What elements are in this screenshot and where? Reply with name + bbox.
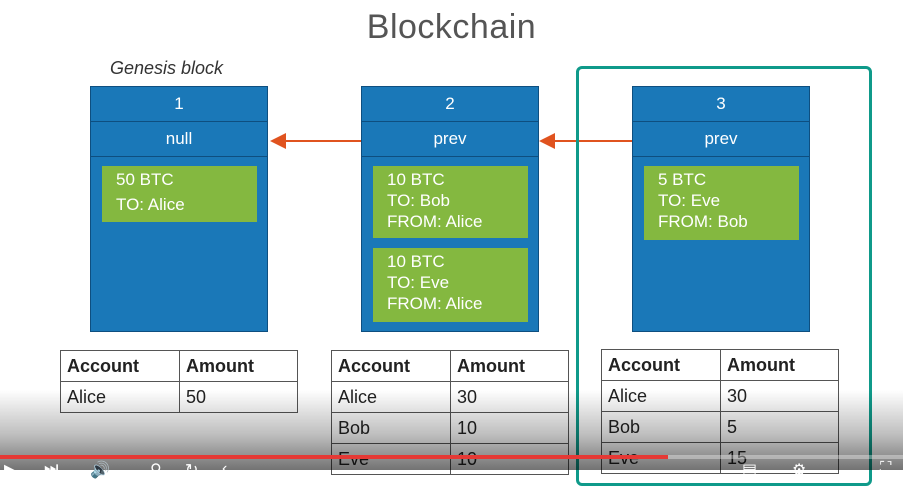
progress-fill: [0, 455, 669, 459]
progress-bar[interactable]: [0, 455, 903, 459]
tx-to: TO: Alice: [116, 195, 185, 214]
fullscreen-icon[interactable]: ⛶: [880, 460, 892, 477]
table-row: Alice 50: [60, 381, 298, 413]
tx-amount: 10 BTC: [387, 252, 445, 271]
ledger-amount-cell: 30: [450, 381, 569, 413]
block-1-prev: null: [91, 122, 267, 157]
tx-from: FROM: Alice: [387, 212, 483, 231]
ledger-header-account: Account: [601, 349, 721, 381]
tx-to: TO: Eve: [387, 273, 450, 292]
block-3-number: 3: [633, 87, 809, 122]
table-row: Bob 5: [601, 411, 839, 443]
ledger-account-cell: Alice: [60, 381, 180, 413]
block-3-prev: prev: [633, 122, 809, 157]
ledger-header-amount: Amount: [720, 349, 839, 381]
ledger-amount-cell: 50: [179, 381, 298, 413]
ledger-header-account: Account: [331, 350, 451, 382]
search-icon[interactable]: ⚲: [150, 462, 162, 479]
tx-from: FROM: Alice: [387, 294, 483, 313]
ledger-account-cell: Bob: [331, 412, 451, 444]
block-2-prev: prev: [362, 122, 538, 157]
ledger-amount-cell: 5: [720, 411, 839, 443]
block-1-transaction-1: 50 BTC TO: Alice: [102, 166, 257, 222]
table-row: Alice 30: [601, 380, 839, 412]
block-3-transaction-1: 5 BTC TO: Eve FROM: Bob: [644, 166, 799, 240]
next-icon[interactable]: ⏭: [44, 460, 59, 477]
diagram-title: Blockchain: [366, 8, 537, 46]
play-icon[interactable]: ▶: [4, 462, 17, 479]
tx-amount: 50 BTC: [116, 170, 174, 189]
subtitles-icon[interactable]: ▤: [742, 462, 758, 479]
block-2-transaction-2: 10 BTC TO: Eve FROM: Alice: [373, 248, 528, 322]
ledger-header-row: Account Amount: [60, 350, 298, 382]
genesis-label: Genesis block: [110, 58, 224, 78]
ledger-header-amount: Amount: [179, 350, 298, 382]
settings-icon[interactable]: ⚙: [792, 462, 807, 479]
tx-to: TO: Bob: [387, 191, 450, 210]
table-row: Alice 30: [331, 381, 569, 413]
back-icon[interactable]: ‹: [222, 460, 228, 477]
refresh-icon[interactable]: ↻: [185, 462, 199, 479]
tx-from: FROM: Bob: [658, 212, 748, 231]
tx-amount: 5 BTC: [658, 170, 707, 189]
block-1-number: 1: [91, 87, 267, 122]
ledger-account-cell: Bob: [601, 411, 721, 443]
ledger-header-account: Account: [60, 350, 180, 382]
ledger-header-amount: Amount: [450, 350, 569, 382]
ledger-amount-cell: 30: [720, 380, 839, 412]
ledger-amount-cell: 10: [450, 412, 569, 444]
ledger-header-row: Account Amount: [601, 349, 839, 381]
ledger-header-row: Account Amount: [331, 350, 569, 382]
tx-amount: 10 BTC: [387, 170, 445, 189]
ledger-table-1: Account Amount Alice 50: [60, 350, 298, 413]
volume-icon[interactable]: 🔊: [90, 462, 110, 479]
ledger-account-cell: Alice: [331, 381, 451, 413]
table-row: Bob 10: [331, 412, 569, 444]
block-2-transaction-1: 10 BTC TO: Bob FROM: Alice: [373, 166, 528, 238]
tx-to: TO: Eve: [658, 191, 721, 210]
ledger-account-cell: Alice: [601, 380, 721, 412]
block-2-number: 2: [362, 87, 538, 122]
